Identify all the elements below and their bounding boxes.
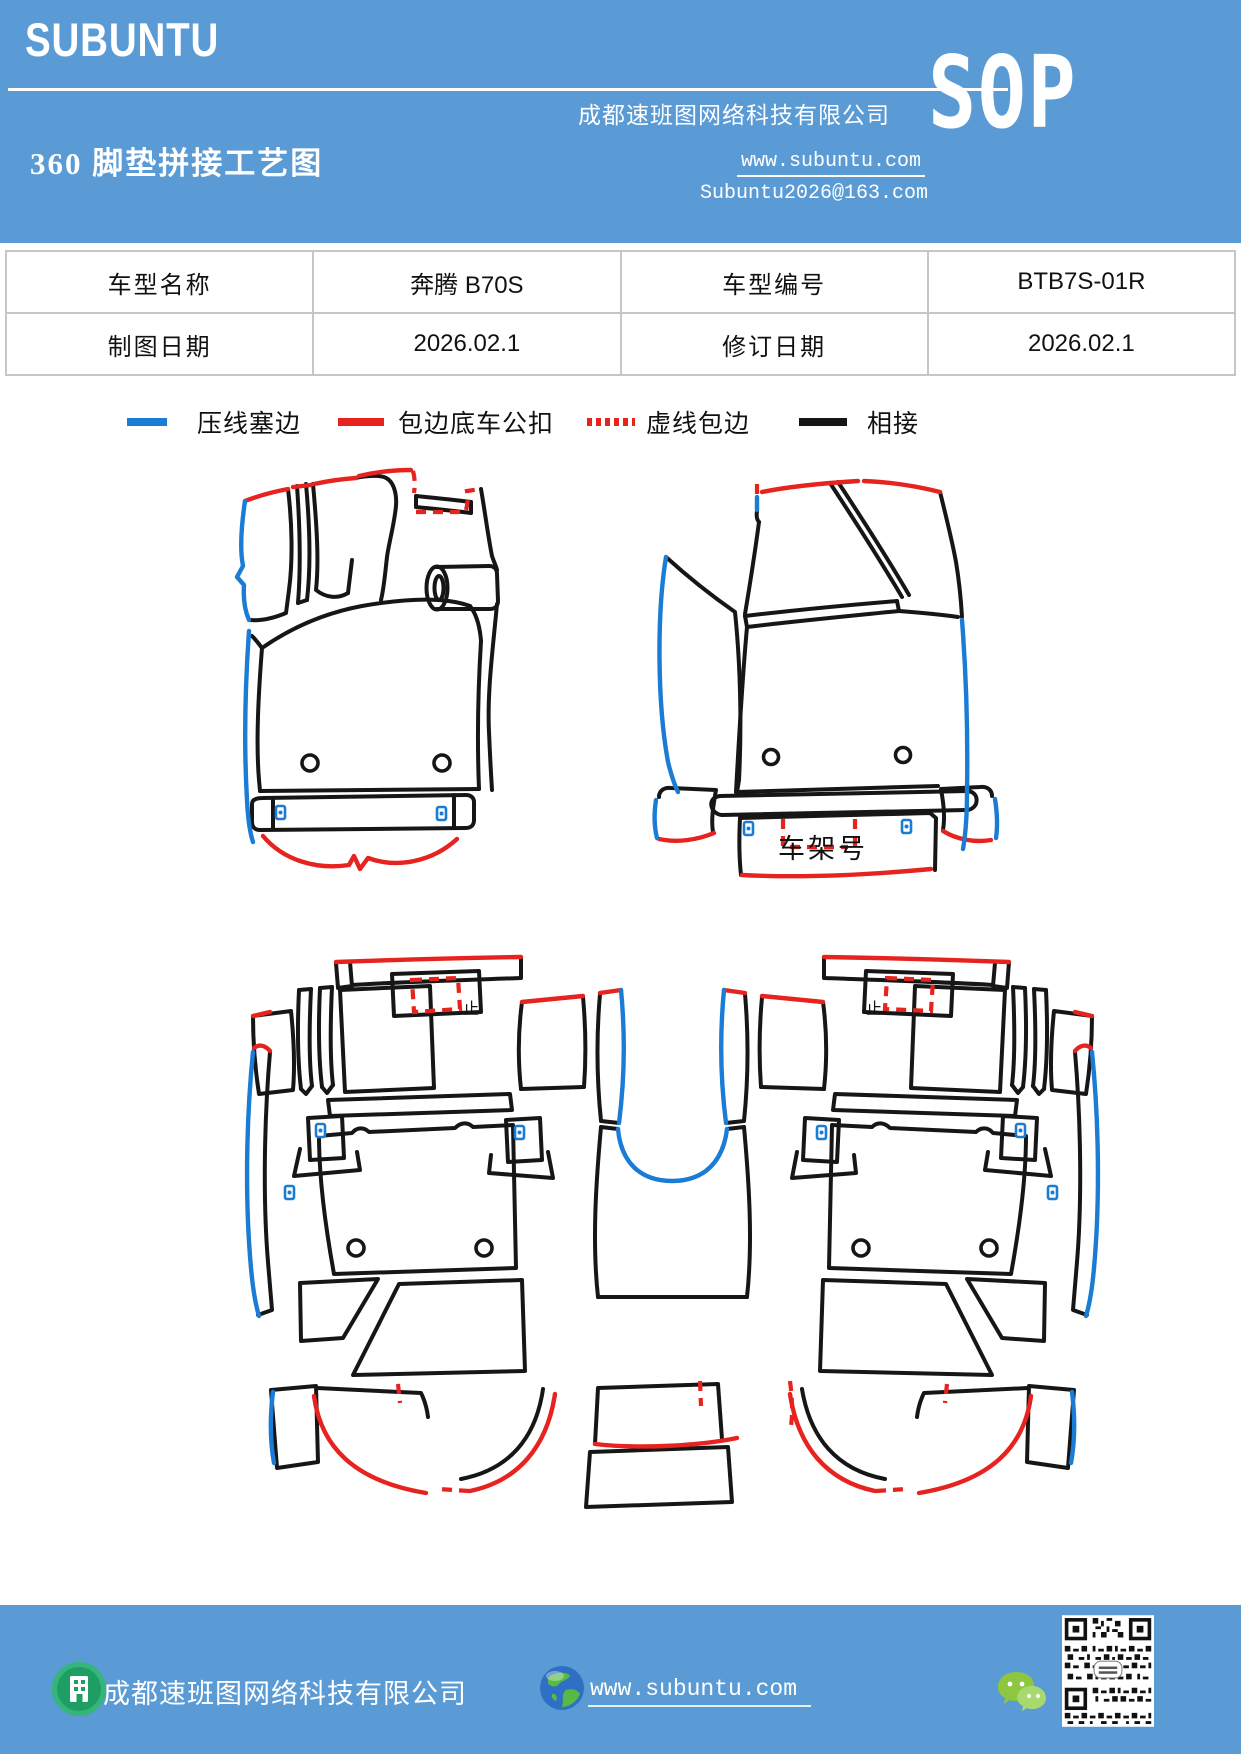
legend-swatch-red-solid	[338, 418, 384, 426]
page-title: 360 脚垫拼接工艺图	[30, 146, 324, 181]
wechat-icon	[998, 1672, 1046, 1711]
legend-label-dashed-wrap: 虚线包边	[646, 411, 751, 438]
header-website-link[interactable]: www.subuntu.com	[737, 150, 926, 177]
legend-label-join: 相接	[867, 411, 920, 438]
model-code-label: 车型编号	[619, 250, 929, 314]
legend-swatch-blue-solid	[127, 418, 167, 426]
vehicle-info-table: 车型名称 奔腾 B70S 车型编号 BTB7S-01R 制图日期 2026.02…	[4, 250, 1237, 376]
draw-date-label: 制图日期	[4, 312, 315, 376]
header-divider	[8, 88, 1008, 91]
figure-front-driver-mat	[234, 467, 500, 872]
legend-label-press-edge: 压线塞边	[197, 411, 302, 438]
model-name-label: 车型名称	[4, 250, 315, 314]
footer-band	[0, 1605, 1241, 1754]
header-company-name: 成都速班图网络科技有限公司	[578, 103, 890, 128]
sop-mark: SOP	[928, 34, 1078, 151]
table-row: 车型名称 奔腾 B70S 车型编号 BTB7S-01R	[4, 250, 1237, 314]
header-band: SUBUNTU 成都速班图网络科技有限公司 360 脚垫拼接工艺图 www.su…	[0, 0, 1241, 243]
globe-icon	[540, 1666, 584, 1710]
figure-rear-mats: 止	[244, 954, 1101, 1509]
legend-swatch-red-dashed	[587, 418, 635, 426]
building-icon	[52, 1662, 106, 1716]
legend-swatch-black-solid	[799, 418, 847, 426]
brand-logo: SUBUNTU	[25, 13, 220, 66]
model-name-value: 奔腾 B70S	[312, 250, 622, 314]
qr-code	[1062, 1615, 1154, 1727]
figure-front-passenger-mat: 车架号	[652, 478, 1000, 879]
legend-label-wrap-buckle: 包边底车公扣	[398, 411, 555, 438]
model-code-value: BTB7S-01R	[926, 250, 1237, 314]
revise-date-label: 修订日期	[619, 312, 929, 376]
footer-company-name: 成都速班图网络科技有限公司	[103, 1679, 467, 1709]
stop-mark-left: 止	[463, 1000, 479, 1018]
revise-date-value: 2026.02.1	[926, 312, 1237, 376]
draw-date-value: 2026.02.1	[312, 312, 622, 376]
stop-mark-right: 止	[866, 1000, 882, 1018]
footer-website-link[interactable]: www.subuntu.com	[588, 1676, 812, 1707]
table-row: 制图日期 2026.02.1 修订日期 2026.02.1	[4, 312, 1237, 376]
frame-number-label: 车架号	[778, 834, 868, 864]
header-email: Subuntu2026@163.com	[700, 182, 929, 205]
